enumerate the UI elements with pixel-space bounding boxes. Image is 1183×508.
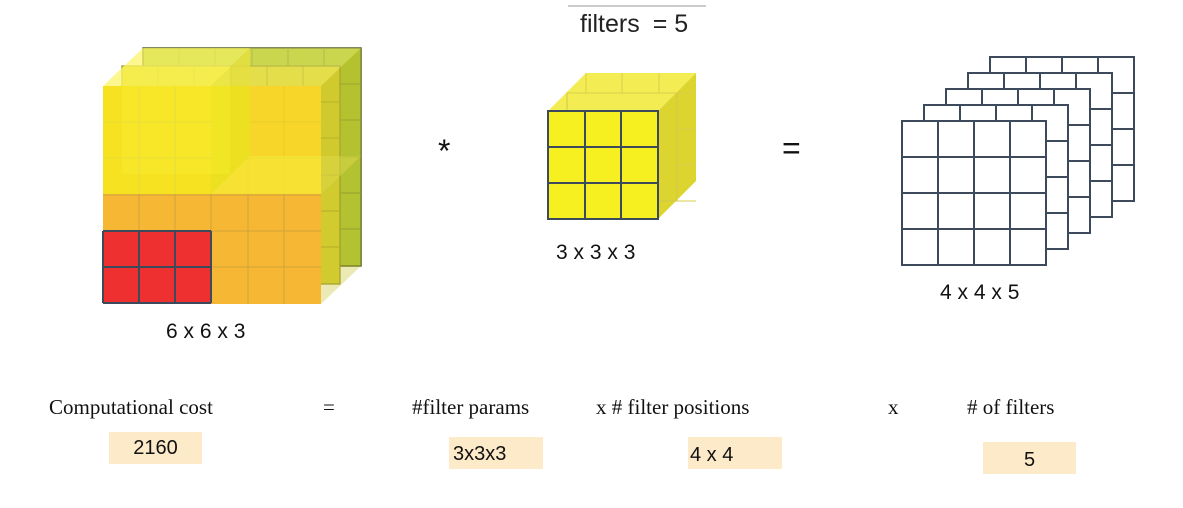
value-computational-cost: 2160 [109,432,202,464]
value-filter-positions: 4 x 4 [688,437,782,469]
filters-value: = 5 [652,10,689,38]
output-volume [901,56,1135,266]
input-glaze [211,48,361,304]
value-num-filters: 5 [983,442,1076,474]
equals-operator: = [782,130,801,166]
value-filter-params: 3x3x3 [449,437,543,469]
output-volume-label: 4 x 4 x 5 [940,281,1020,304]
input-volume-label: 6 x 6 x 3 [166,320,246,343]
output-feature-map [901,120,1047,266]
header-computational-cost: Computational cost [49,395,213,419]
header-num-filters: # of filters [967,395,1055,419]
filters-label: filters [580,10,640,38]
convolve-operator: * [438,133,451,169]
header-equals: = [323,395,335,419]
header-filter-positions: x # filter positions [596,395,750,419]
filter-volume-label: 3 x 3 x 3 [556,241,636,264]
header-filter-params: #filter params [412,395,530,419]
filters-count-header: filters = 5 [580,10,688,39]
header-times: x [888,395,899,419]
filter-volume [547,73,696,220]
input-volume [102,47,362,304]
